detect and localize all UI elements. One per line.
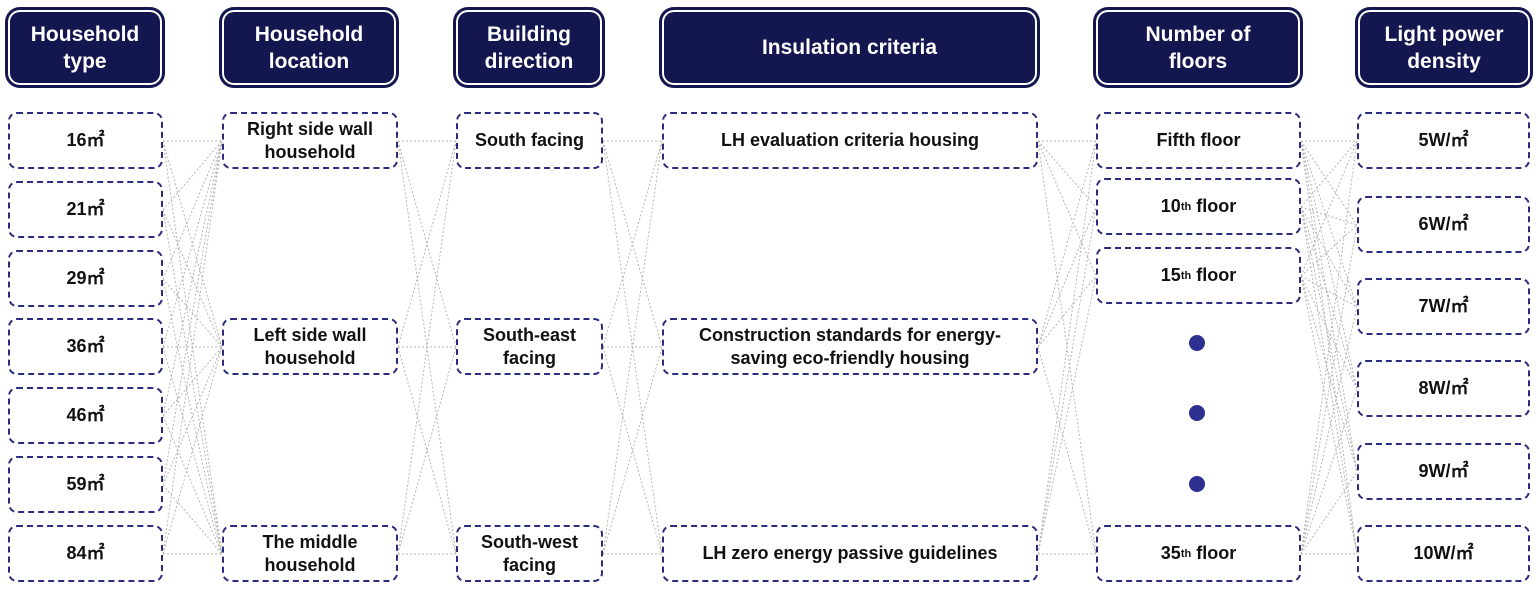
connector-line-54 — [1300, 140, 1358, 390]
connector-line-73 — [1300, 471, 1358, 555]
connector-line-3 — [162, 140, 223, 211]
connector-line-40 — [1037, 140, 1097, 208]
connector-line-69 — [1300, 140, 1358, 555]
header-household-location: Household location — [222, 10, 396, 85]
lpd-6: 6W/㎡ — [1357, 196, 1530, 253]
household-type-84: 84㎡ — [8, 525, 163, 582]
connector-line-43 — [1037, 140, 1097, 348]
connector-line-41 — [1037, 140, 1097, 277]
connector-line-66 — [1300, 275, 1358, 390]
connector-line-58 — [1300, 206, 1358, 226]
connector-line-14 — [162, 415, 223, 555]
floors-10th-number: 10 — [1160, 196, 1181, 216]
floors-15th-number: 15 — [1160, 265, 1181, 285]
connector-line-59 — [1300, 206, 1358, 308]
connector-line-45 — [1037, 275, 1097, 348]
connector-line-46 — [1037, 346, 1097, 555]
floors-35th-number: 35 — [1160, 543, 1181, 563]
lpd-10: 10W/㎡ — [1357, 525, 1530, 582]
connector-line-55 — [1300, 140, 1358, 473]
floors-10th-label: floor — [1191, 196, 1237, 216]
floors-15th-label: floor — [1191, 265, 1237, 285]
insulation-lh-zero-energy: LH zero energy passive guidelines — [662, 525, 1038, 582]
connector-line-12 — [162, 140, 223, 417]
connector-line-53 — [1300, 140, 1358, 308]
floors-35th-label: floor — [1191, 543, 1237, 563]
ellipsis-dot-1 — [1189, 335, 1205, 351]
lpd-7: 7W/㎡ — [1357, 278, 1530, 335]
connector-line-6 — [162, 140, 223, 280]
connector-line-60 — [1300, 206, 1358, 390]
household-type-29: 29㎡ — [8, 250, 163, 307]
header-building-direction: Building direction — [456, 10, 602, 85]
connector-line-52 — [1300, 140, 1358, 226]
header-household-type: Household type — [8, 10, 162, 85]
connector-line-61 — [1300, 206, 1358, 473]
connector-line-36 — [602, 140, 663, 555]
connector-line-48 — [1037, 206, 1097, 555]
connector-line-17 — [162, 484, 223, 555]
ellipsis-dot-2 — [1189, 405, 1205, 421]
connector-line-16 — [162, 346, 223, 486]
location-right-side-wall: Right side wall household — [222, 112, 398, 169]
lpd-8: 8W/㎡ — [1357, 360, 1530, 417]
insulation-lh-evaluation: LH evaluation criteria housing — [662, 112, 1038, 169]
connector-line-67 — [1300, 275, 1358, 473]
insulation-construction-standards: Construction standards for energy- savin… — [662, 318, 1038, 375]
ellipsis-dot-3 — [1189, 476, 1205, 492]
connector-line-68 — [1300, 275, 1358, 555]
connector-line-49 — [1037, 275, 1097, 555]
direction-south-west: South-west facing — [456, 525, 603, 582]
header-insulation-criteria: Insulation criteria — [662, 10, 1037, 85]
connector-line-7 — [162, 278, 223, 348]
direction-south: South facing — [456, 112, 603, 169]
connector-line-4 — [162, 209, 223, 348]
connector-line-72 — [1300, 388, 1358, 555]
connector-line-64 — [1300, 224, 1358, 277]
connector-line-63 — [1300, 140, 1358, 277]
direction-south-east: South-east facing — [456, 318, 603, 375]
connector-line-57 — [1300, 140, 1358, 208]
connector-line-13 — [162, 346, 223, 417]
lpd-9: 9W/㎡ — [1357, 443, 1530, 500]
floors-fifth: Fifth floor — [1096, 112, 1301, 169]
connector-line-44 — [1037, 206, 1097, 348]
header-light-power-density: Light power density — [1358, 10, 1530, 85]
connector-line-27 — [397, 140, 457, 555]
lpd-5: 5W/㎡ — [1357, 112, 1530, 169]
household-type-46: 46㎡ — [8, 387, 163, 444]
household-type-21: 21㎡ — [8, 181, 163, 238]
location-left-side-wall: Left side wall household — [222, 318, 398, 375]
connector-line-8 — [162, 278, 223, 555]
connector-line-62 — [1300, 206, 1358, 555]
connector-line-65 — [1300, 275, 1358, 308]
header-number-of-floors: Number of floors — [1096, 10, 1300, 85]
household-type-59: 59㎡ — [8, 456, 163, 513]
connector-line-18 — [162, 140, 223, 555]
household-type-16: 16㎡ — [8, 112, 163, 169]
location-middle: The middle household — [222, 525, 398, 582]
household-type-36: 36㎡ — [8, 318, 163, 375]
connector-line-47 — [1037, 140, 1097, 555]
